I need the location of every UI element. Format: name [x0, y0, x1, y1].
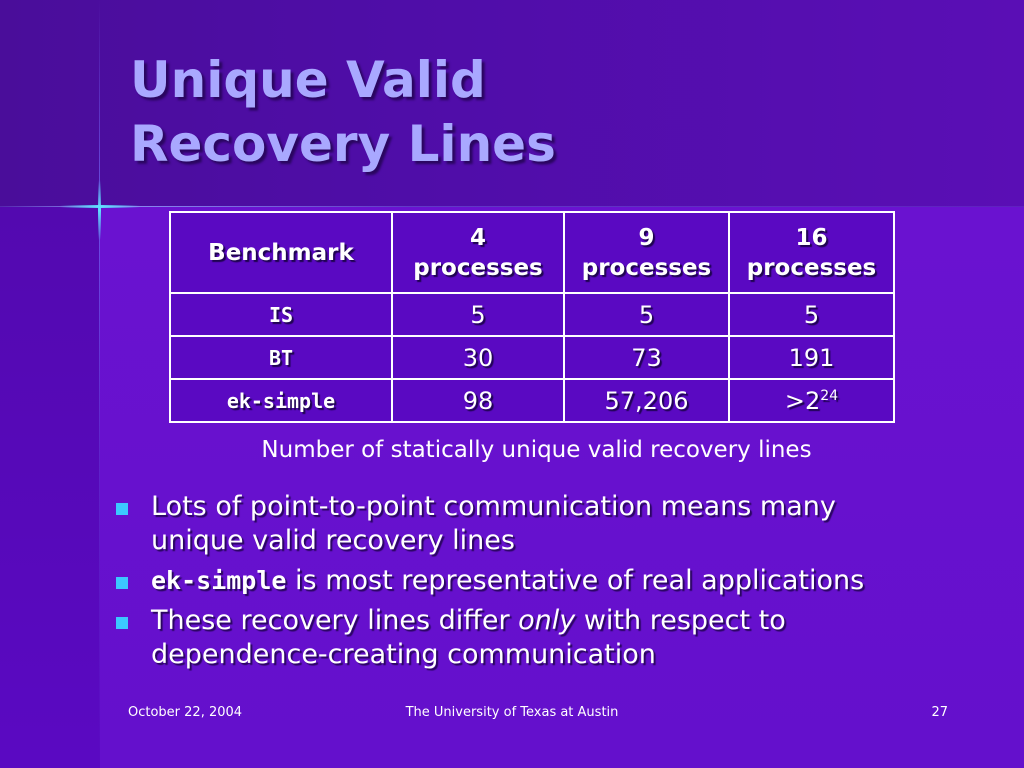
- table-row: IS 5 5 5: [169, 292, 895, 337]
- bullet-text: These recovery lines differ only with re…: [151, 604, 1012, 638]
- header-band: [0, 0, 1024, 207]
- row-value: 73: [563, 335, 730, 380]
- header-4-unit: processes: [413, 254, 543, 281]
- horizontal-rule: [0, 206, 1024, 207]
- bullet-text: unique valid recovery lines: [151, 525, 515, 556]
- table-header-row: Benchmark 4 processes 9 processes 16 pro…: [169, 211, 895, 294]
- slide-title-line-2: Recovery Lines: [130, 115, 556, 173]
- benchmark-table: Benchmark 4 processes 9 processes 16 pro…: [169, 211, 895, 423]
- bullet-code: ek-simple: [151, 566, 287, 595]
- list-item: These recovery lines differ only with re…: [112, 604, 1012, 672]
- table-row: ek-simple 98 57,206 >224: [169, 378, 895, 423]
- row-benchmark-name: BT: [169, 335, 393, 380]
- table-row: BT 30 73 191: [169, 335, 895, 380]
- header-9-processes: 9 processes: [563, 211, 730, 294]
- bullet-text: Lots of point-to-point communication mea…: [151, 491, 836, 522]
- header-benchmark-label: Benchmark: [208, 239, 354, 266]
- row-value: 5: [391, 292, 565, 337]
- bullet-emphasis: only: [518, 605, 576, 636]
- footer-organization: The University of Texas at Austin: [405, 705, 619, 720]
- power-base: >2: [784, 386, 821, 415]
- row-value: 98: [391, 378, 565, 423]
- bullet-text-pre: These recovery lines differ: [151, 605, 519, 636]
- vertical-rule: [99, 0, 100, 768]
- row-benchmark-name: IS: [169, 292, 393, 337]
- slide-title: Unique Valid Recovery Lines: [130, 48, 556, 176]
- header-16-processes: 16 processes: [728, 211, 895, 294]
- row-benchmark-name: ek-simple: [169, 378, 393, 423]
- row-value: 5: [728, 292, 895, 337]
- header-9-count: 9: [638, 224, 655, 251]
- row-value: 5: [563, 292, 730, 337]
- sparkle-vertical: [98, 180, 101, 240]
- list-item: Lots of point-to-point communication mea…: [112, 490, 1012, 558]
- row-value-power: >224: [728, 378, 895, 423]
- bullet-text-post: with respect to: [575, 605, 786, 636]
- header-4-processes: 4 processes: [391, 211, 565, 294]
- header-9-unit: processes: [581, 254, 712, 281]
- square-bullet-icon: [116, 503, 128, 515]
- bullet-list: Lots of point-to-point communication mea…: [112, 490, 1012, 678]
- row-value: 30: [391, 335, 565, 380]
- square-bullet-icon: [116, 577, 128, 589]
- left-margin-band: [0, 207, 100, 768]
- footer-page-number: 27: [931, 705, 948, 720]
- square-bullet-icon: [116, 617, 128, 629]
- list-item: ek-simple is most representative of real…: [112, 564, 1012, 598]
- header-4-count: 4: [469, 224, 486, 251]
- power-exponent: 24: [820, 387, 839, 404]
- bullet-text: dependence-creating communication: [151, 639, 656, 670]
- slide-title-line-1: Unique Valid: [130, 51, 486, 109]
- footer-date: October 22, 2004: [128, 705, 243, 720]
- table-caption: Number of statically unique valid recove…: [261, 437, 812, 463]
- row-value: 57,206: [563, 378, 730, 423]
- header-16-unit: processes: [746, 254, 877, 281]
- header-16-count: 16: [795, 224, 828, 251]
- bullet-text: ek-simple is most representative of real…: [151, 564, 1012, 598]
- header-benchmark: Benchmark: [169, 211, 393, 294]
- bullet-text-rest: is most representative of real applicati…: [286, 565, 865, 596]
- row-value: 191: [728, 335, 895, 380]
